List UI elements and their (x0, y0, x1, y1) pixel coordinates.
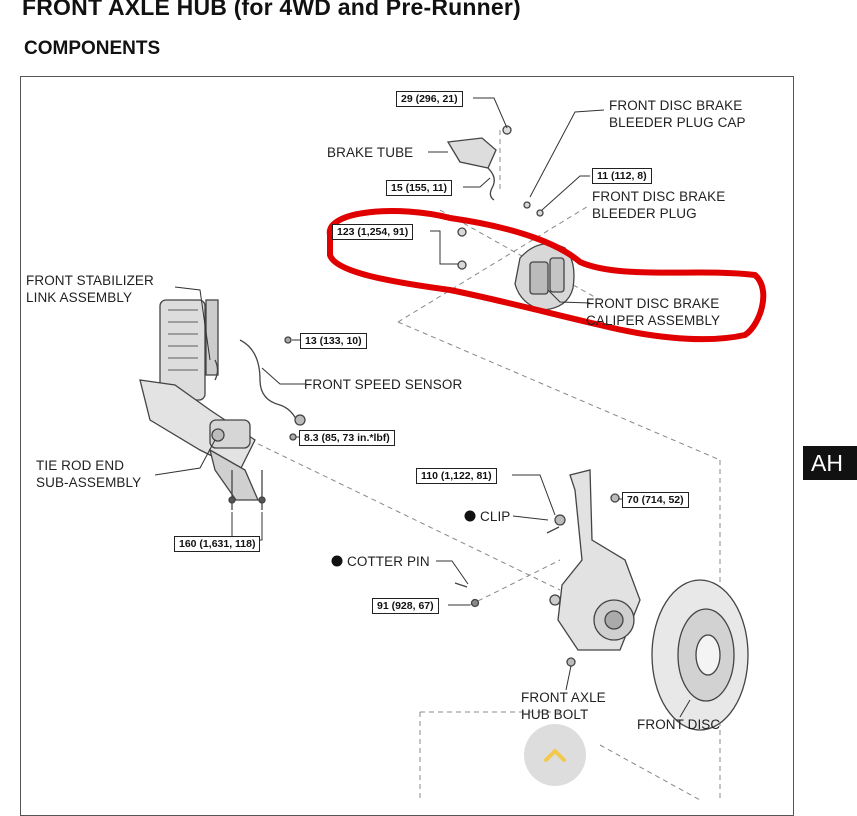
strut-and-knuckle-art (139, 299, 266, 510)
label-hub-bolt: FRONT AXLE HUB BOLT (521, 690, 606, 722)
torque-13: 13 (133, 10) (300, 333, 367, 349)
caliper-art (457, 201, 575, 311)
speed-sensor-art (239, 336, 306, 441)
assembly-dashed-lines (249, 130, 721, 801)
label-cotter-pin: COTTER PIN (347, 554, 430, 569)
front-disc-art (651, 579, 749, 731)
label-tie-rod-end: TIE ROD END SUB-ASSEMBLY (36, 458, 142, 490)
label-front-disc: FRONT DISC (637, 717, 721, 732)
torque-160: 160 (1,631, 118) (174, 536, 261, 552)
cotter-pin-nonreusable-mark (331, 555, 343, 567)
torque-8-3: 8.3 (85, 73 in.*lbf) (299, 430, 395, 446)
highlight-annotation (326, 208, 767, 343)
torque-15: 15 (155, 11) (386, 180, 453, 196)
label-brake-tube: BRAKE TUBE (327, 145, 414, 160)
page-title: FRONT AXLE HUB (for 4WD and Pre-Runner) (22, 0, 521, 20)
scroll-to-top-button[interactable] (524, 724, 586, 786)
torque-91: 91 (928, 67) (372, 598, 439, 614)
clip-nonreusable-mark (464, 510, 476, 522)
section-subtitle: COMPONENTS (24, 38, 161, 59)
label-bleeder-plug-cap: FRONT DISC BRAKE BLEEDER PLUG CAP (609, 98, 746, 130)
label-caliper-assembly: FRONT DISC BRAKE CALIPER ASSEMBLY (586, 296, 721, 328)
label-speed-sensor: FRONT SPEED SENSOR (304, 377, 463, 392)
torque-123: 123 (1,254, 91) (332, 224, 414, 240)
section-tab-ah[interactable]: AH (803, 446, 857, 480)
chevron-up-icon (544, 749, 566, 762)
brake-tube-art (446, 125, 512, 201)
steering-knuckle-art (454, 469, 641, 667)
label-stabilizer-link: FRONT STABILIZER LINK ASSEMBLY (26, 273, 154, 305)
leader-lines (154, 97, 691, 718)
label-clip: CLIP (480, 509, 511, 524)
torque-110: 110 (1,122, 81) (416, 468, 497, 484)
label-bleeder-plug: FRONT DISC BRAKE BLEEDER PLUG (592, 189, 726, 221)
torque-29: 29 (296, 21) (396, 91, 463, 107)
torque-11: 11 (112, 8) (592, 168, 652, 184)
torque-70: 70 (714, 52) (622, 492, 689, 508)
